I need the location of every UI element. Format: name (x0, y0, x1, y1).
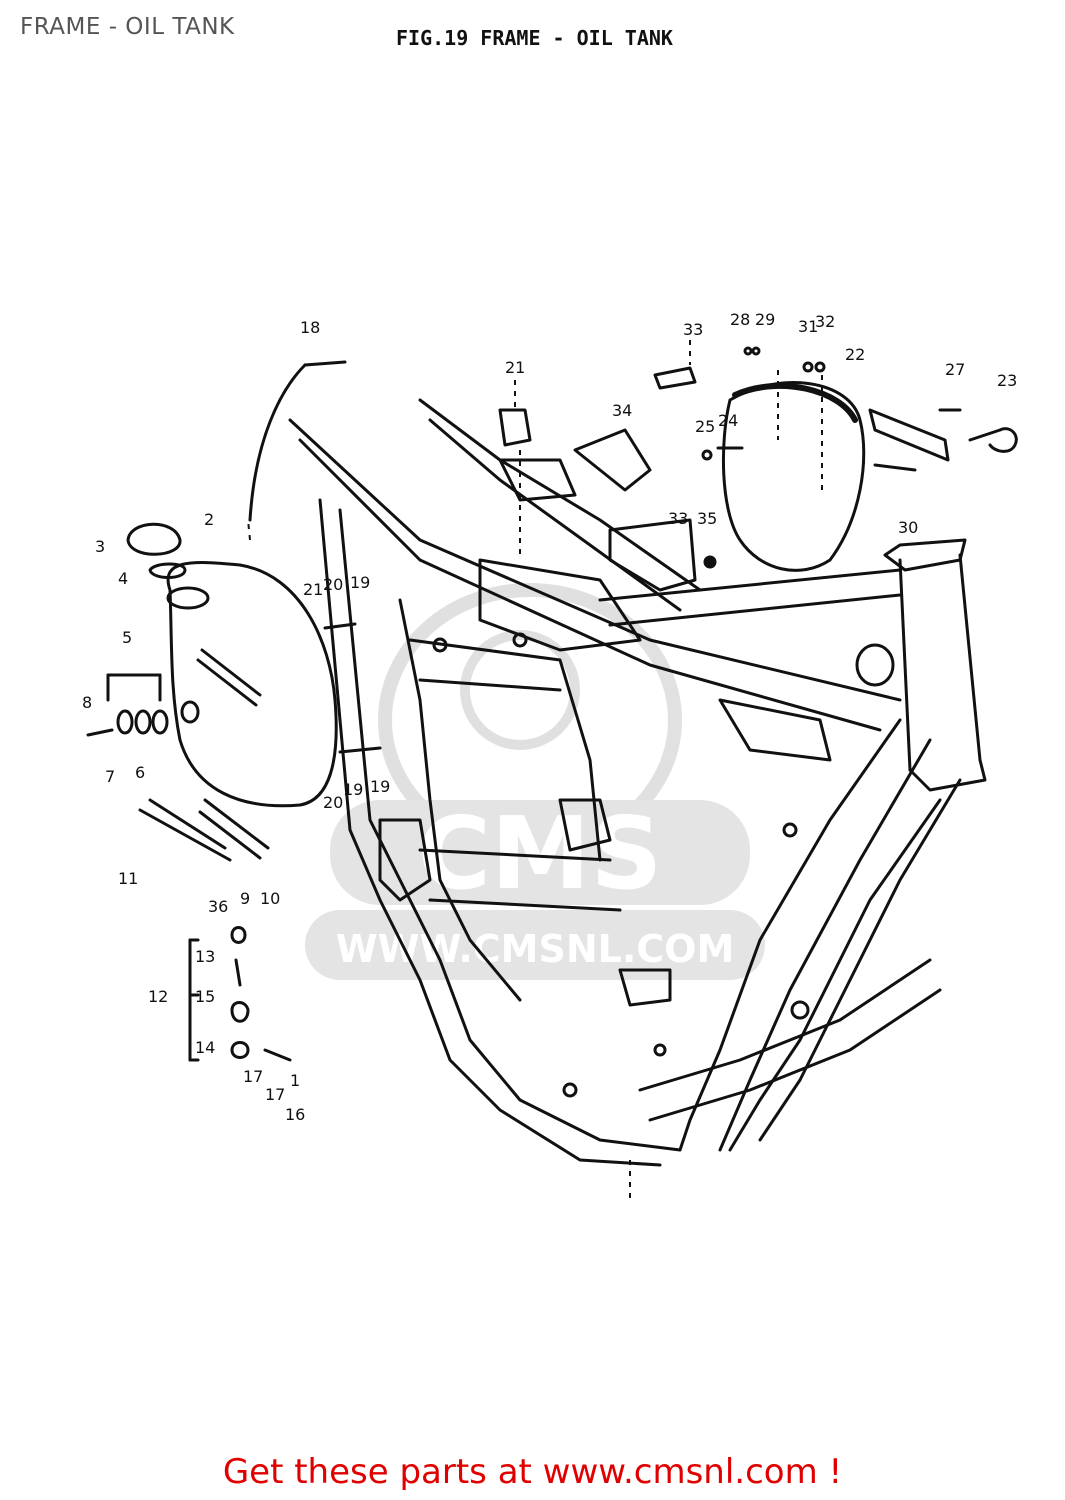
callout-29: 29 (755, 310, 775, 329)
callout-27: 27 (945, 360, 965, 379)
parts-store-link[interactable]: Get these parts at www.cmsnl.com ! (222, 1452, 843, 1492)
callout-17a: 17 (243, 1067, 263, 1086)
callout-19a: 19 (350, 573, 370, 592)
callout-20b: 19 (343, 780, 363, 799)
callout-numbers: 18 21 33 28 29 31 32 22 27 23 34 25 24 3… (82, 310, 1017, 1124)
callout-35a: 34 (612, 401, 632, 420)
callout-6: 6 (135, 763, 145, 782)
callout-17b: 17 (265, 1085, 285, 1104)
callout-3: 3 (95, 537, 105, 556)
callout-36: 36 (208, 897, 228, 916)
callout-21b: 20 (323, 793, 343, 812)
callout-14: 14 (195, 1038, 215, 1057)
callout-2: 2 (204, 510, 214, 529)
callout-10: 10 (260, 889, 280, 908)
watermark-url-text: WWW.CMSNL.COM (336, 927, 735, 971)
callout-15: 15 (195, 987, 215, 1006)
watermark-logo-text: CMS (418, 795, 663, 912)
callout-4: 4 (118, 569, 128, 588)
callout-5: 5 (122, 628, 132, 647)
callout-9: 9 (240, 889, 250, 908)
callout-34: 33 (668, 509, 688, 528)
cms-watermark: CMS WWW.CMSNL.COM (305, 583, 765, 980)
frame-drawing (86, 346, 1018, 1167)
callout-31: 31 (798, 317, 818, 336)
callout-13: 13 (195, 947, 215, 966)
callout-21a: 21 (303, 580, 323, 599)
leader-lines (247, 340, 823, 1200)
callout-30: 30 (898, 518, 918, 537)
callout-8: 8 (82, 693, 92, 712)
callout-23: 22 (845, 345, 865, 364)
callout-24: 23 (997, 371, 1017, 390)
callout-28: 28 (730, 310, 750, 329)
callout-35b: 35 (697, 509, 717, 528)
page-header: FRAME - OIL TANK (20, 14, 235, 40)
callout-26: 25 (695, 417, 715, 436)
callout-22: 21 (505, 358, 525, 377)
callout-7: 7 (105, 767, 115, 786)
callout-32: 32 (815, 312, 835, 331)
callout-12: 12 (148, 987, 168, 1006)
callout-25: 24 (718, 411, 738, 430)
callout-16: 16 (285, 1105, 305, 1124)
callout-18: 18 (300, 318, 320, 337)
figure-title: FIG.19 FRAME - OIL TANK (396, 26, 673, 50)
callout-20a: 20 (323, 575, 343, 594)
callout-33: 33 (683, 320, 703, 339)
callout-11: 11 (118, 869, 138, 888)
callout-1a: 1 (290, 1071, 300, 1090)
callout-19b: 19 (370, 777, 390, 796)
